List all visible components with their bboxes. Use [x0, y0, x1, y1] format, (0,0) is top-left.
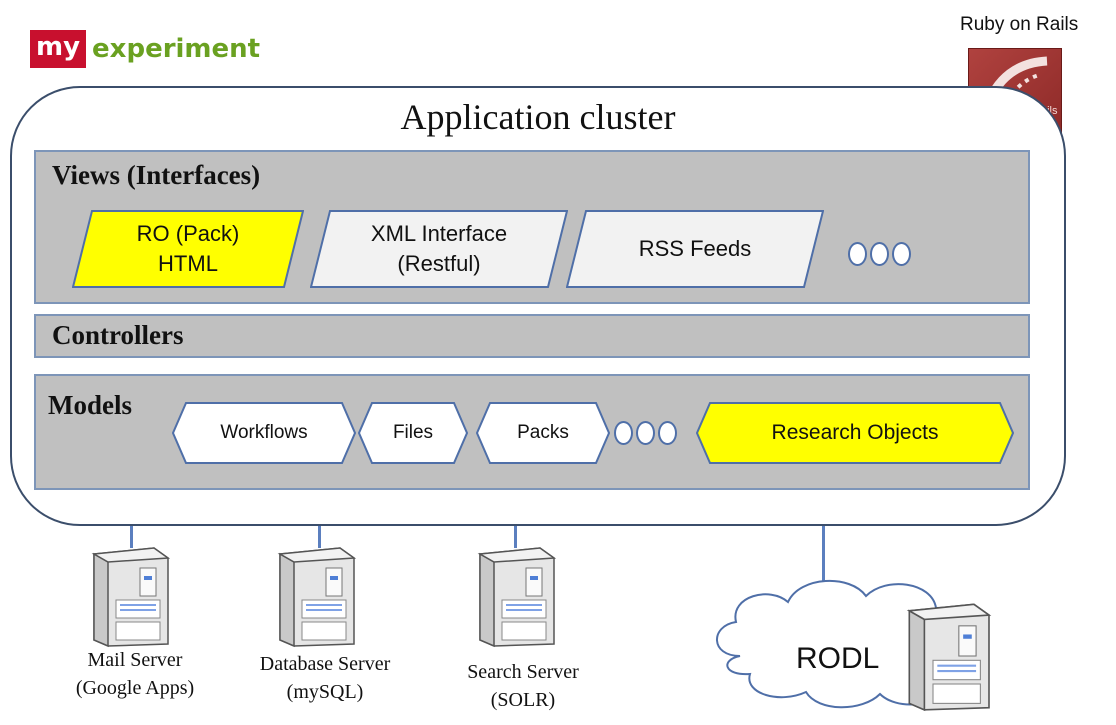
- view-rss-label: RSS Feeds: [638, 236, 752, 261]
- logo-my: my: [30, 30, 87, 68]
- connector-mail: [130, 526, 133, 548]
- view-xml-interface: XML Interface (Restful): [310, 210, 568, 288]
- database-server-label: Database Server (mySQL): [230, 650, 420, 706]
- search-server-line1: Search Server: [467, 661, 579, 683]
- model-packs-label: Packs: [517, 422, 569, 443]
- search-server-line2: (SOLR): [490, 689, 556, 711]
- views-ellipsis: [848, 242, 911, 266]
- connector-database: [318, 526, 321, 548]
- search-server-icon: [477, 547, 557, 648]
- view-xml-line2: (Restful): [397, 251, 481, 276]
- database-server-icon: [277, 547, 357, 648]
- model-workflows: Workflows: [172, 402, 356, 464]
- mail-server-line1: Mail Server: [87, 649, 183, 671]
- model-packs: Packs: [476, 402, 610, 464]
- mail-server-line2: (Google Apps): [75, 677, 195, 699]
- controllers-layer: [34, 314, 1030, 358]
- models-ellipsis: [614, 421, 677, 445]
- rodl-server-icon: [906, 603, 992, 712]
- controllers-title: Controllers: [52, 320, 184, 350]
- database-server-line1: Database Server: [259, 653, 391, 675]
- model-research-objects: Research Objects: [696, 402, 1014, 464]
- view-xml-line1: XML Interface: [370, 221, 508, 246]
- rodl-label: RODL: [796, 642, 880, 675]
- model-research-objects-label: Research Objects: [771, 421, 939, 444]
- connector-search: [514, 526, 517, 548]
- connector-rodl: [822, 526, 825, 584]
- views-title: Views (Interfaces): [52, 160, 261, 190]
- search-server-label: Search Server (SOLR): [428, 658, 618, 714]
- cluster-title: Application cluster: [400, 97, 676, 137]
- mail-server-label: Mail Server (Google Apps): [40, 646, 230, 702]
- models-title: Models: [48, 390, 132, 420]
- view-ro-pack-line1: RO (Pack): [136, 221, 240, 246]
- ruby-on-rails-label: Ruby on Rails: [960, 14, 1079, 35]
- logo-experiment: experiment: [92, 34, 261, 64]
- view-ro-pack-line2: HTML: [158, 251, 218, 276]
- view-ro-pack-html: RO (Pack) HTML: [72, 210, 304, 288]
- myexperiment-logo: my experiment: [30, 28, 260, 70]
- database-server-line2: (mySQL): [286, 681, 364, 703]
- model-files: Files: [358, 402, 468, 464]
- model-files-label: Files: [392, 422, 434, 443]
- view-rss-feeds: RSS Feeds: [566, 210, 824, 288]
- mail-server-icon: [91, 547, 171, 648]
- model-workflows-label: Workflows: [220, 422, 308, 443]
